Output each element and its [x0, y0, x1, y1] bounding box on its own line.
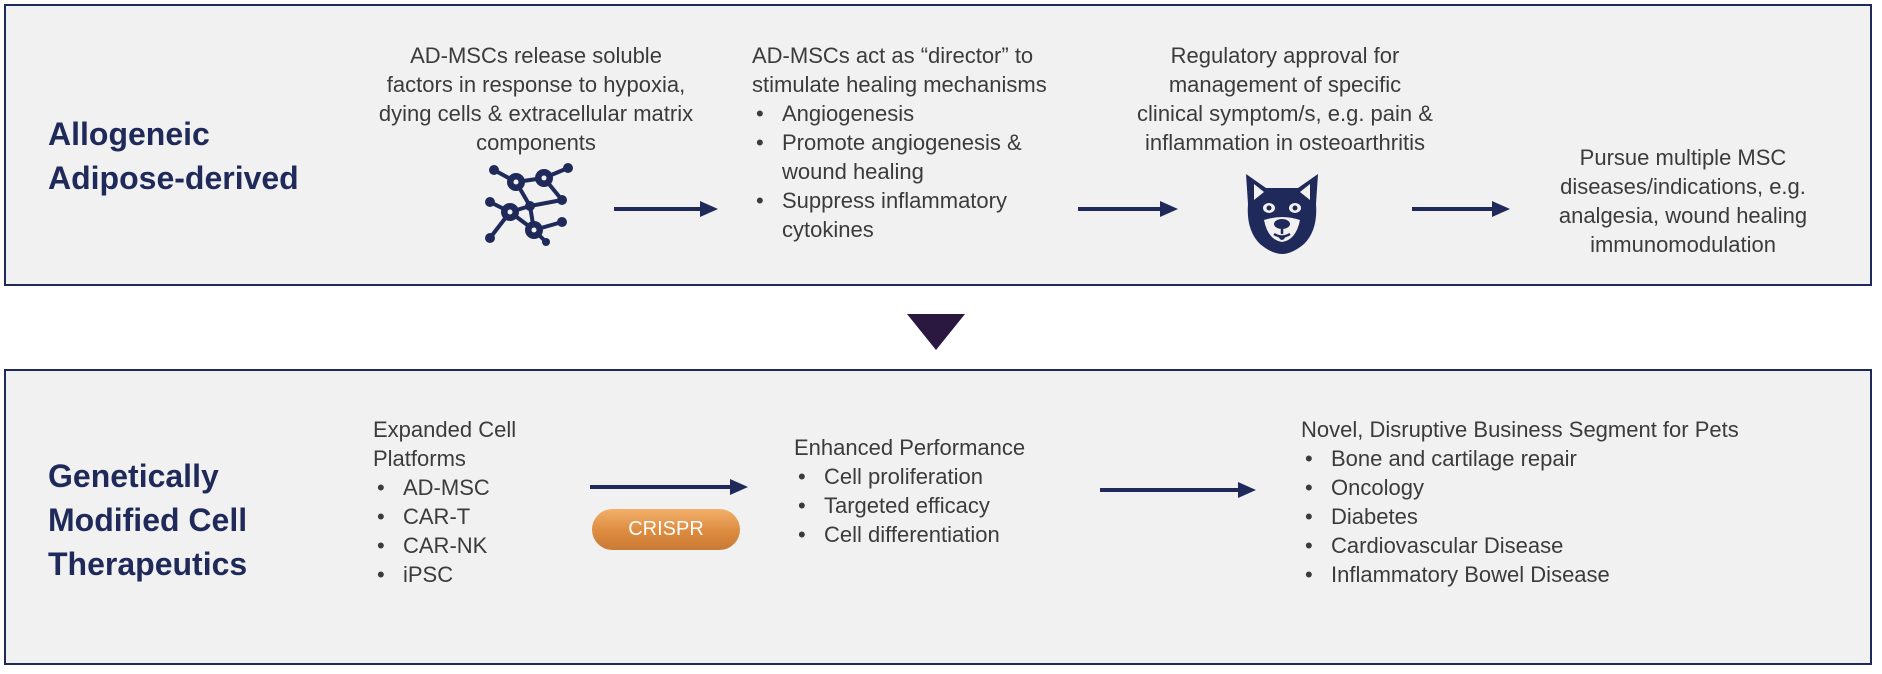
step3-line: inflammation in osteoarthritis [1144, 130, 1425, 155]
platforms-text: Expanded Cell Platforms AD-MSC CAR-T CAR… [373, 415, 573, 589]
platforms-list: AD-MSC CAR-T CAR-NK iPSC [373, 473, 573, 589]
list-item: Promote angiogenesis & wound healing [752, 128, 1062, 186]
platforms-heading-line: Expanded Cell [373, 417, 517, 442]
list-item: Diabetes [1301, 502, 1821, 531]
right-arrow-icon [590, 479, 748, 495]
step1-line: components [476, 130, 596, 155]
step3-line: Regulatory approval for [1170, 43, 1400, 68]
title-line: Modified Cell [48, 502, 248, 538]
right-arrow-icon [1100, 482, 1256, 498]
step2-heading-line: AD-MSCs act as “director” to [752, 43, 1034, 68]
molecule-network-icon [485, 163, 573, 246]
step2-heading-line: stimulate healing mechanisms [752, 72, 1047, 97]
right-arrow-icon [1412, 201, 1510, 217]
list-item: Cardiovascular Disease [1301, 531, 1821, 560]
right-arrow-icon [614, 201, 718, 217]
step1-line: AD-MSCs release soluble [410, 43, 662, 68]
list-item: Bone and cartilage repair [1301, 444, 1821, 473]
performance-list: Cell proliferation Targeted efficacy Cel… [794, 462, 1094, 549]
list-item: Angiogenesis [752, 99, 1062, 128]
step3-line: management of specific [1168, 72, 1402, 97]
step1-line: factors in response to hypoxia, [386, 72, 686, 97]
list-item: iPSC [373, 560, 573, 589]
performance-heading: Enhanced Performance [794, 435, 1026, 460]
list-item: Targeted efficacy [794, 491, 1094, 520]
title-line: Genetically [48, 458, 219, 494]
platforms-heading-line: Platforms [373, 446, 466, 471]
step4-line: immunomodulation [1590, 232, 1776, 257]
step4-text: Pursue multiple MSC diseases/indications… [1528, 143, 1838, 259]
step3-text: Regulatory approval for management of sp… [1100, 41, 1470, 157]
right-arrow-icon [1078, 201, 1178, 217]
segment-heading: Novel, Disruptive Business Segment for P… [1301, 417, 1739, 442]
crispr-badge: CRISPR [592, 509, 740, 550]
allogeneic-title: Allogeneic Adipose-derived [48, 112, 299, 200]
list-item: CAR-T [373, 502, 573, 531]
list-item: Cell proliferation [794, 462, 1094, 491]
list-item: AD-MSC [373, 473, 573, 502]
step1-line: dying cells & extracellular matrix [378, 101, 694, 126]
segment-list: Bone and cartilage repair Oncology Diabe… [1301, 444, 1821, 589]
list-item: Inflammatory Bowel Disease [1301, 560, 1821, 589]
list-item: Suppress inflammatory cytokines [752, 186, 1027, 244]
step3-line: clinical symptom/s, e.g. pain & [1137, 101, 1433, 126]
step4-line: Pursue multiple MSC [1579, 145, 1787, 170]
step2-text: AD-MSCs act as “director” to stimulate h… [752, 41, 1092, 244]
performance-text: Enhanced Performance Cell proliferation … [794, 433, 1094, 549]
step2-bullet-list: Angiogenesis Promote angiogenesis & woun… [752, 99, 1062, 244]
genetically-modified-title: Genetically Modified Cell Therapeutics [48, 454, 247, 586]
step4-line: analgesia, wound healing [1558, 203, 1808, 228]
step1-text: AD-MSCs release soluble factors in respo… [336, 41, 736, 157]
dog-face-icon [1246, 174, 1318, 254]
segment-text: Novel, Disruptive Business Segment for P… [1301, 415, 1821, 589]
step4-line: diseases/indications, e.g. [1560, 174, 1806, 199]
down-triangle-icon [907, 314, 965, 350]
list-item: Oncology [1301, 473, 1821, 502]
title-line: Therapeutics [48, 546, 248, 582]
list-item: Cell differentiation [794, 520, 1094, 549]
title-line: Allogeneic [48, 116, 210, 152]
title-line: Adipose-derived [48, 160, 299, 196]
list-item: CAR-NK [373, 531, 573, 560]
